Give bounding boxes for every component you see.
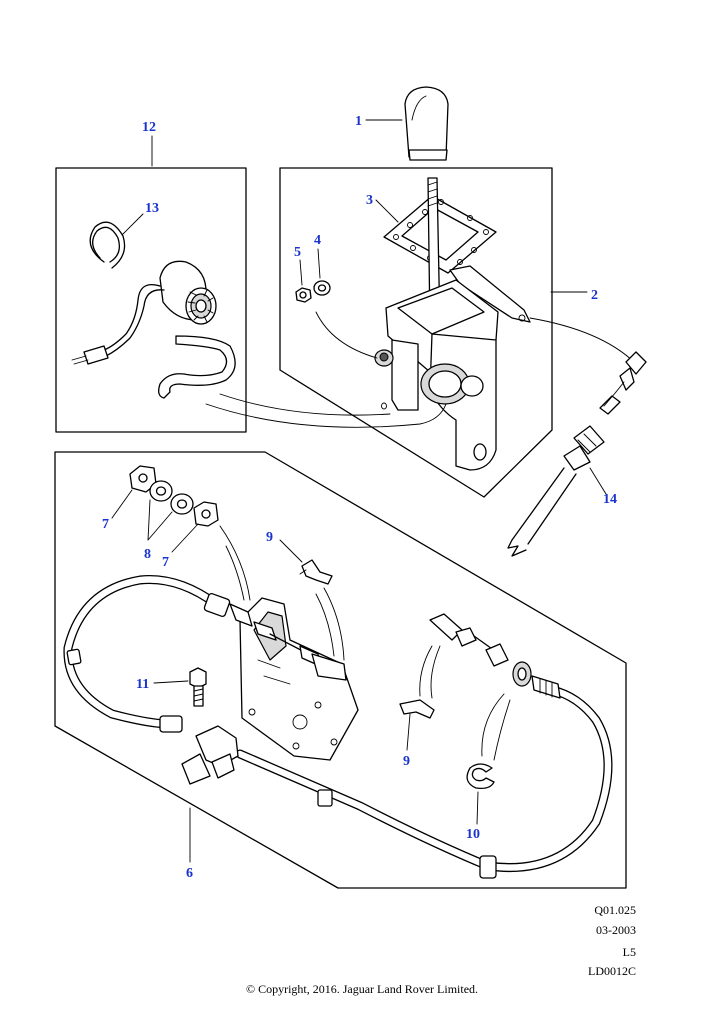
callout-12: 12 (142, 120, 156, 135)
ref-code: Q01.025 (594, 903, 636, 917)
fitting-to-clip-lines (419, 645, 441, 699)
leader-11 (153, 680, 189, 684)
callout-8: 8 (144, 547, 151, 562)
bush-sleeve-part (159, 260, 217, 325)
leader-9a (279, 539, 303, 563)
selector-cable-14-part (507, 351, 647, 557)
leader-7a (111, 489, 133, 519)
clip-9a-to-bracket-lines (315, 587, 345, 661)
kit-12-frame (55, 167, 247, 433)
nut-7b-part (193, 501, 219, 527)
callout-14: 14 (603, 492, 617, 507)
washer-8a-part (149, 480, 173, 502)
callout-9b: 9 (403, 754, 410, 769)
cable-assembly-6-frame (54, 451, 627, 889)
leader-5 (299, 259, 303, 286)
gear-cable-6-part (63, 575, 613, 879)
cable-end-fitting-part (429, 613, 561, 699)
callout-5: 5 (294, 245, 301, 260)
wire-terminal-part (71, 345, 109, 365)
callout-9a: 9 (266, 530, 273, 545)
kit-to-housing-line-a (205, 403, 447, 428)
leader-14 (589, 467, 607, 495)
leader-7b (171, 523, 199, 553)
leader-4 (317, 248, 321, 279)
callout-6: 6 (186, 866, 193, 881)
callout-10: 10 (466, 827, 480, 842)
callout-4: 4 (314, 233, 321, 248)
nut-7a-part (129, 465, 157, 493)
cable-14-leader-line (529, 317, 635, 363)
cable-clamp-part (181, 725, 239, 785)
leader-8 (147, 499, 173, 541)
assembly-2-frame (279, 167, 553, 498)
clip-9a-part (299, 559, 333, 585)
nut-5-part (295, 287, 312, 303)
gaiter-plate-part (383, 195, 497, 274)
ref-drawing: LD0012C (588, 964, 636, 978)
cable-bracket-part (229, 597, 359, 761)
leader-13 (121, 213, 144, 236)
leader-10 (476, 791, 479, 825)
bolt-11-part (189, 667, 207, 707)
callout-11: 11 (136, 677, 149, 692)
callout-13: 13 (145, 201, 159, 216)
callout-7a: 7 (102, 517, 109, 532)
eclip-10-leader-lines (481, 693, 511, 761)
leader-9b (406, 713, 411, 751)
washer-4-part (313, 280, 331, 296)
callout-3: 3 (366, 193, 373, 208)
kit-to-housing-line-b (219, 393, 391, 416)
callout-2: 2 (591, 288, 598, 303)
nuts-to-bracket-lines (219, 525, 251, 601)
circlip-13-part (89, 221, 126, 269)
leader-3 (375, 199, 399, 223)
washer-8b-part (170, 493, 194, 515)
gear-knob-part (404, 86, 449, 161)
clip-9b-part (399, 699, 435, 719)
kit-hose-part (158, 335, 236, 399)
copyright-notice: © Copyright, 2016. Jaguar Land Rover Lim… (245, 982, 479, 996)
kit-wire (103, 283, 161, 351)
nut-to-housing-line (315, 311, 378, 359)
callout-1: 1 (355, 114, 362, 129)
ref-date: 03-2003 (596, 923, 636, 937)
eclip-10-part (466, 763, 495, 790)
gear-selector-housing-part (374, 177, 531, 471)
ref-level: L5 (622, 945, 636, 959)
kit-wire-2 (105, 289, 165, 357)
callout-7b: 7 (162, 555, 169, 570)
